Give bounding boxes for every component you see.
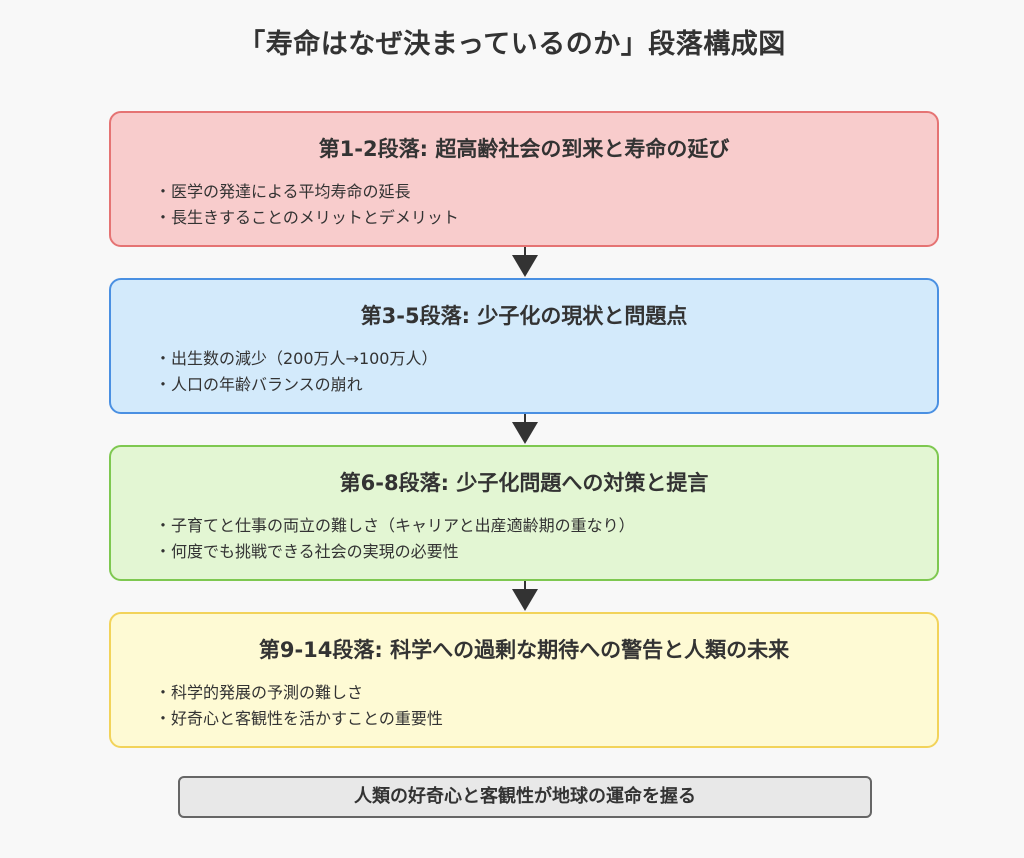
section-heading: 第1-2段落: 超高齢社会の到来と寿命の延び [318, 137, 730, 161]
down-arrow-icon [512, 422, 538, 444]
bullet-text: 科学的発展の予測の難しさ [171, 683, 364, 702]
bullet-text: 何度でも挑戦できる社会の実現の必要性 [171, 542, 459, 561]
section-bullet-list: ・出生数の減少（200万人→100万人） ・人口の年齢バランスの崩れ [155, 346, 438, 398]
conclusion-box: 人類の好奇心と客観性が地球の運命を握る [178, 776, 872, 818]
section-box-1: 第1-2段落: 超高齢社会の到来と寿命の延び ・医学の発達による平均寿命の延長 … [109, 111, 939, 247]
section-heading: 第3-5段落: 少子化の現状と問題点 [360, 304, 688, 328]
bullet-marker: ・ [155, 375, 172, 394]
section-bullet-list: ・科学的発展の予測の難しさ ・好奇心と客観性を活かすことの重要性 [155, 680, 443, 732]
section-bullet-list: ・医学の発達による平均寿命の延長 ・長生きすることのメリットとデメリット [155, 179, 459, 231]
down-arrow-icon [512, 589, 538, 611]
section-bullet: ・子育てと仕事の両立の難しさ（キャリアと出産適齢期の重なり） [155, 513, 635, 539]
bullet-text: 出生数の減少（200万人→100万人） [171, 349, 438, 368]
bullet-text: 長生きすることのメリットとデメリット [171, 208, 459, 227]
section-bullet: ・好奇心と客観性を活かすことの重要性 [155, 706, 443, 732]
section-bullet: ・長生きすることのメリットとデメリット [155, 205, 459, 231]
section-heading: 第6-8段落: 少子化問題への対策と提言 [339, 471, 709, 495]
bullet-marker: ・ [155, 182, 172, 201]
page-title: 「寿命はなぜ決まっているのか」段落構成図 [238, 29, 786, 60]
section-bullet: ・何度でも挑戦できる社会の実現の必要性 [155, 539, 635, 565]
section-box-4: 第9-14段落: 科学への過剰な期待への警告と人類の未来 ・科学的発展の予測の難… [109, 612, 939, 748]
section-heading: 第9-14段落: 科学への過剰な期待への警告と人類の未来 [258, 638, 790, 662]
section-box-2: 第3-5段落: 少子化の現状と問題点 ・出生数の減少（200万人→100万人） … [109, 278, 939, 414]
bullet-marker: ・ [155, 542, 172, 561]
bullet-text: 好奇心と客観性を活かすことの重要性 [171, 709, 443, 728]
section-box-3: 第6-8段落: 少子化問題への対策と提言 ・子育てと仕事の両立の難しさ（キャリア… [109, 445, 939, 581]
bullet-marker: ・ [155, 709, 172, 728]
section-bullet: ・医学の発達による平均寿命の延長 [155, 179, 459, 205]
arrow-stem [524, 247, 526, 257]
bullet-marker: ・ [155, 516, 172, 535]
arrow-stem [524, 581, 526, 591]
section-bullet: ・人口の年齢バランスの崩れ [155, 372, 438, 398]
bullet-text: 子育てと仕事の両立の難しさ（キャリアと出産適齢期の重なり） [171, 516, 635, 535]
bullet-marker: ・ [155, 208, 172, 227]
section-bullet: ・出生数の減少（200万人→100万人） [155, 346, 438, 372]
arrow-stem [524, 414, 526, 424]
section-bullet-list: ・子育てと仕事の両立の難しさ（キャリアと出産適齢期の重なり） ・何度でも挑戦でき… [155, 513, 635, 565]
section-bullet: ・科学的発展の予測の難しさ [155, 680, 443, 706]
bullet-marker: ・ [155, 349, 172, 368]
down-arrow-icon [512, 255, 538, 277]
bullet-text: 人口の年齢バランスの崩れ [171, 375, 363, 394]
bullet-text: 医学の発達による平均寿命の延長 [171, 182, 411, 201]
bullet-marker: ・ [155, 683, 172, 702]
